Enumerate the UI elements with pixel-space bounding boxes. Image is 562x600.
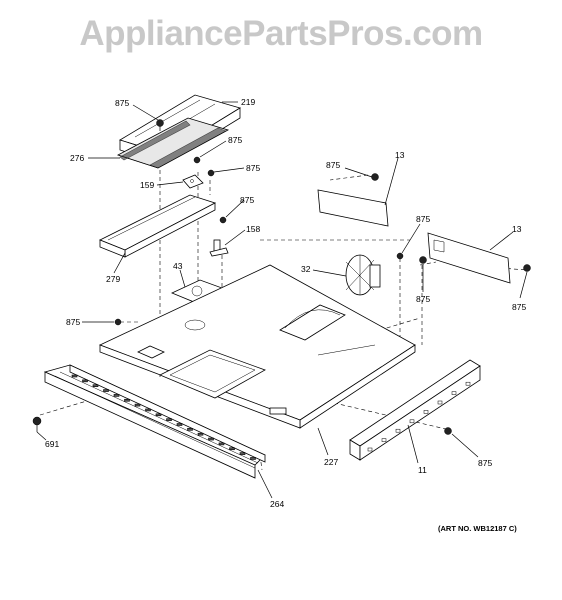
callout-labels: 875 219 875 276 875 159 875 158 279 43 8…: [45, 97, 526, 509]
rail-slot: [423, 410, 429, 414]
trim-slot: [166, 418, 172, 421]
callout-875-bottom: 875: [478, 458, 492, 468]
callout-43: 43: [173, 261, 183, 271]
callout-875-a: 875: [228, 135, 242, 145]
trim-slot: [176, 423, 183, 426]
callout-691: 691: [45, 439, 59, 449]
screw-875-a: [193, 156, 201, 164]
callout-227: 227: [324, 457, 338, 467]
trim-slot: [155, 413, 162, 417]
callout-279: 279: [106, 274, 120, 284]
callout-13-b: 13: [512, 224, 522, 234]
part-13-panel-b: [427, 232, 511, 284]
screw-875-right: [523, 264, 531, 272]
trim-slot: [124, 398, 130, 402]
callout-219: 219: [241, 97, 255, 107]
leader-lines: [36, 101, 528, 499]
rail-slot: [395, 428, 401, 433]
screw-875-panel: [371, 173, 379, 181]
part-279-duct: [99, 194, 217, 258]
rail-slot: [409, 419, 415, 424]
trim-slot: [103, 389, 109, 392]
screw-875-b: [207, 169, 215, 177]
rail-slot: [451, 391, 457, 395]
callout-276: 276: [70, 153, 84, 163]
callout-159: 159: [140, 180, 154, 190]
part-32-fan: [345, 254, 381, 296]
trim-slot: [92, 384, 99, 388]
screw-691: [32, 416, 42, 432]
part-159-bracket: [182, 174, 204, 189]
rail-slots: [367, 381, 471, 452]
trim-slot: [197, 432, 204, 436]
callout-875-mid: 875: [416, 294, 430, 304]
trim-slot: [134, 403, 141, 407]
trim-slot: [229, 447, 235, 451]
trim-slot: [250, 457, 256, 460]
callout-875-c: 875: [240, 195, 254, 205]
callout-875-left: 875: [66, 317, 80, 327]
callout-13-a: 13: [395, 150, 405, 160]
callout-875-right: 875: [512, 302, 526, 312]
trim-slot: [145, 408, 151, 412]
callout-158: 158: [246, 224, 260, 234]
screw-875-fan: [396, 252, 404, 260]
screw-875-mid: [419, 256, 427, 264]
trim-slot: [113, 394, 120, 397]
callout-875-fan: 875: [416, 214, 430, 224]
part-158-bracket: [209, 239, 229, 257]
watermark: AppliancePartsPros.com: [79, 14, 483, 53]
screw-875-c: [219, 216, 227, 224]
part-264-front-trim: [43, 364, 266, 479]
rail-slot: [381, 438, 387, 442]
screw-875-top: [156, 119, 164, 131]
rail-slot: [367, 447, 373, 452]
trim-slot: [187, 428, 193, 431]
trim-slot: [71, 374, 78, 378]
screws: [32, 119, 531, 435]
callout-11: 11: [418, 465, 427, 475]
screw-875-left: [114, 318, 122, 326]
part-227-floor-panel: [98, 264, 416, 429]
callout-875-top: 875: [115, 98, 129, 108]
part-11-rail: [349, 359, 481, 461]
rail-slot: [437, 400, 443, 405]
callout-875-b: 875: [246, 163, 260, 173]
callout-264: 264: [270, 499, 284, 509]
part-276-insulation: [116, 117, 230, 169]
trim-slots: [71, 374, 256, 460]
rail-slot: [465, 381, 471, 386]
screw-875-bottom: [444, 427, 452, 435]
callout-875-panel: 875: [326, 160, 340, 170]
part-13-panel-a: [317, 189, 389, 227]
callout-32: 32: [301, 264, 311, 274]
trim-slot: [208, 437, 214, 441]
art-number: (ART NO. WB12187 C): [438, 524, 517, 533]
trim-slot: [218, 442, 225, 446]
trim-slot: [82, 379, 88, 383]
trim-slot: [239, 452, 246, 455]
